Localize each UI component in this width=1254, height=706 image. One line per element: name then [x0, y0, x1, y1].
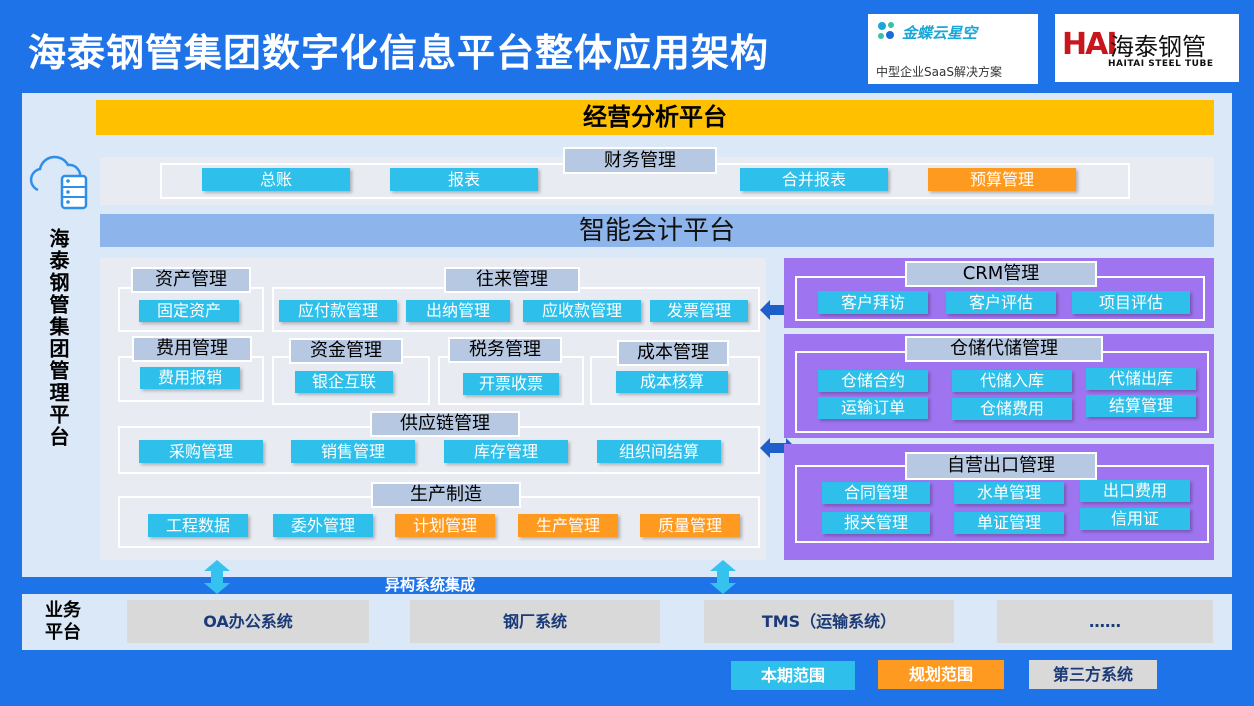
- haitai-name-cn: 海泰钢管: [1110, 33, 1206, 61]
- side-label: 海泰钢管集团管理平台: [46, 228, 70, 448]
- warehouse-item-contract[interactable]: 仓储合约: [818, 370, 928, 392]
- vertical-arrow-icon: [204, 560, 230, 594]
- finance-item-consolidated[interactable]: 合并报表: [740, 168, 888, 191]
- warehouse-item-fee[interactable]: 仓储费用: [952, 398, 1072, 420]
- dealing-item-payable[interactable]: 应付款管理: [279, 300, 397, 322]
- supply-item-inventory[interactable]: 库存管理: [444, 440, 568, 463]
- warehouse-item-transport[interactable]: 运输订单: [818, 397, 928, 419]
- cloud-server-icon: [29, 155, 88, 210]
- fund-header[interactable]: 资金管理: [289, 338, 403, 364]
- legend-current: 本期范围: [731, 661, 855, 690]
- production-item-production[interactable]: 生产管理: [518, 514, 618, 537]
- accounting-platform-bar[interactable]: 智能会计平台: [100, 214, 1214, 247]
- crm-item-customer-eval[interactable]: 客户评估: [946, 291, 1056, 314]
- export-item-remittance[interactable]: 水单管理: [954, 482, 1064, 504]
- warehouse-header[interactable]: 仓储代储管理: [905, 336, 1103, 362]
- crm-item-visit[interactable]: 客户拜访: [818, 291, 928, 314]
- warehouse-frame: [795, 351, 1209, 433]
- dealing-item-receivable[interactable]: 应收款管理: [523, 300, 641, 322]
- system-oa[interactable]: OA办公系统: [127, 600, 369, 643]
- legend-third-party: 第三方系统: [1029, 660, 1157, 689]
- analysis-platform-bar[interactable]: 经营分析平台: [96, 100, 1214, 135]
- page-title: 海泰钢管集团数字化信息平台整体应用架构: [28, 31, 770, 75]
- integration-label: 异构系统集成: [385, 576, 476, 594]
- system-more[interactable]: ……: [997, 600, 1213, 643]
- export-item-lc[interactable]: 信用证: [1080, 508, 1190, 530]
- legend-planned: 规划范围: [878, 660, 1004, 689]
- finance-header[interactable]: 财务管理: [563, 147, 717, 174]
- haitai-logo: [1055, 14, 1239, 82]
- warehouse-item-inbound[interactable]: 代储入库: [952, 370, 1072, 392]
- crm-item-project-eval[interactable]: 项目评估: [1072, 291, 1190, 314]
- warehouse-item-outbound[interactable]: 代储出库: [1086, 368, 1196, 390]
- haitai-name-en: HAITAI STEEL TUBE: [1108, 59, 1214, 69]
- production-item-quality[interactable]: 质量管理: [640, 514, 740, 537]
- supply-item-purchase[interactable]: 采购管理: [139, 440, 263, 463]
- finance-item-budget[interactable]: 预算管理: [928, 168, 1076, 191]
- supply-item-settlement[interactable]: 组织间结算: [597, 440, 721, 463]
- haitai-mark: HAI: [1062, 27, 1117, 62]
- fund-item-bank[interactable]: 银企互联: [295, 371, 393, 393]
- expense-item-reimburse[interactable]: 费用报销: [140, 367, 240, 389]
- tax-header[interactable]: 税务管理: [448, 337, 562, 363]
- vertical-arrow-icon: [710, 560, 736, 594]
- kingdee-name: 金蝶云星空: [902, 24, 978, 42]
- dealing-header[interactable]: 往来管理: [444, 267, 580, 293]
- export-header[interactable]: 自营出口管理: [905, 452, 1097, 480]
- cost-header[interactable]: 成本管理: [617, 340, 729, 366]
- production-item-outsourcing[interactable]: 委外管理: [273, 514, 373, 537]
- kingdee-dots-icon: [878, 22, 894, 39]
- dealing-item-cashier[interactable]: 出纳管理: [406, 300, 510, 322]
- kingdee-tagline: 中型企业SaaS解决方案: [876, 65, 1002, 79]
- cost-item-accounting[interactable]: 成本核算: [616, 371, 728, 393]
- finance-item-report[interactable]: 报表: [390, 168, 538, 191]
- system-steel-mill[interactable]: 钢厂系统: [410, 600, 660, 643]
- finance-item-ledger[interactable]: 总账: [202, 168, 350, 191]
- export-item-customs[interactable]: 报关管理: [822, 512, 930, 534]
- supply-item-sales[interactable]: 销售管理: [291, 440, 415, 463]
- crm-header[interactable]: CRM管理: [905, 261, 1097, 287]
- export-item-contract[interactable]: 合同管理: [822, 482, 930, 504]
- export-item-fee[interactable]: 出口费用: [1080, 480, 1190, 502]
- tax-item-invoicing[interactable]: 开票收票: [463, 373, 559, 395]
- system-tms[interactable]: TMS（运输系统）: [704, 600, 954, 643]
- production-item-planning[interactable]: 计划管理: [395, 514, 495, 537]
- production-header[interactable]: 生产制造: [371, 482, 521, 508]
- asset-item-fixed[interactable]: 固定资产: [139, 300, 239, 322]
- supply-header[interactable]: 供应链管理: [370, 411, 520, 437]
- business-label: 业务平台: [45, 600, 81, 643]
- expense-header[interactable]: 费用管理: [132, 336, 252, 362]
- production-item-engineering[interactable]: 工程数据: [148, 514, 248, 537]
- dealing-item-invoice[interactable]: 发票管理: [650, 300, 748, 322]
- asset-header[interactable]: 资产管理: [131, 267, 251, 293]
- export-item-documents[interactable]: 单证管理: [954, 512, 1064, 534]
- warehouse-item-settlement[interactable]: 结算管理: [1086, 395, 1196, 417]
- kingdee-logo: [868, 14, 1038, 84]
